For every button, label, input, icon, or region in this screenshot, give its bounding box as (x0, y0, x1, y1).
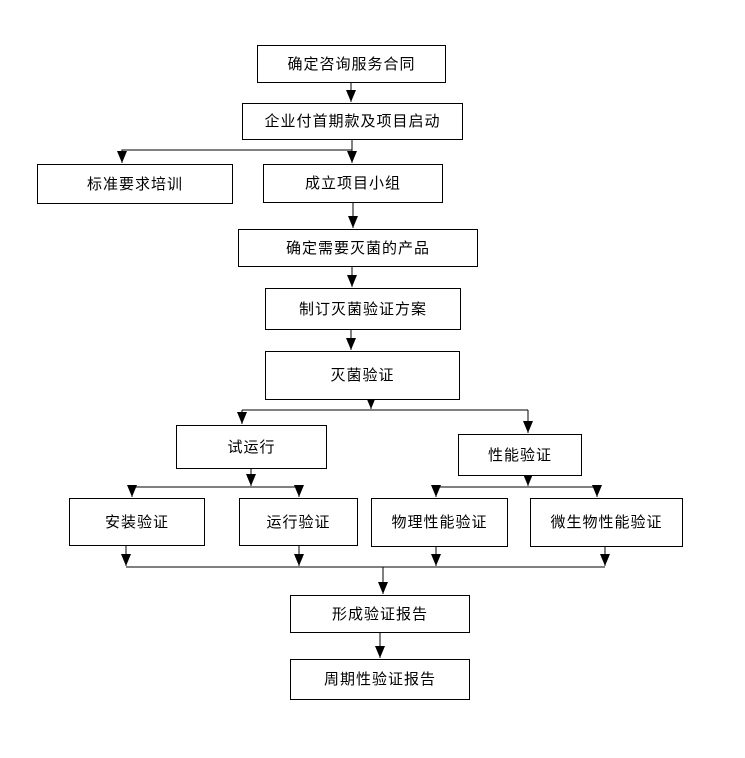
flow-node-n8: 试运行 (176, 425, 327, 469)
flow-node-n4: 成立项目小组 (263, 164, 443, 203)
flow-node-label: 周期性验证报告 (323, 671, 436, 688)
flow-node-label: 确定咨询服务合同 (287, 55, 416, 73)
flow-node-n1: 确定咨询服务合同 (257, 45, 446, 83)
flow-node-label: 安装验证 (104, 513, 169, 531)
edge-n2-n3 (117, 149, 352, 163)
flow-node-n13: 微生物性能验证 (530, 498, 683, 547)
flow-node-label: 灭菌验证 (330, 367, 395, 384)
flow-node-label: 成立项目小组 (304, 175, 401, 192)
flow-node-label: 标准要求培训 (86, 175, 183, 193)
flow-node-label: 企业付首期款及项目启动 (264, 113, 441, 130)
flow-node-n3: 标准要求培训 (37, 164, 233, 204)
flow-node-n5: 确定需要灭菌的产品 (238, 229, 478, 267)
flow-node-label: 运行验证 (266, 513, 331, 531)
flow-node-n9: 性能验证 (458, 434, 582, 476)
flow-node-n6: 制订灭菌验证方案 (265, 288, 461, 330)
flowchart-edges (117, 83, 610, 658)
flow-node-label: 物理性能验证 (391, 514, 488, 531)
flow-node-label: 确定需要灭菌的产品 (285, 239, 430, 257)
flow-node-label: 形成验证报告 (331, 605, 428, 623)
flow-node-label: 性能验证 (487, 446, 552, 464)
flow-node-n15: 周期性验证报告 (290, 659, 470, 700)
flow-node-n7: 灭菌验证 (265, 351, 460, 400)
flow-node-n10: 安装验证 (69, 498, 205, 546)
flow-node-label: 微生物性能验证 (550, 514, 663, 531)
flow-node-label: 制订灭菌验证方案 (298, 300, 427, 318)
flow-node-n2: 企业付首期款及项目启动 (242, 103, 463, 140)
flow-node-n12: 物理性能验证 (371, 498, 508, 547)
flow-node-n11: 运行验证 (239, 498, 358, 546)
flow-node-label: 试运行 (227, 438, 276, 456)
flow-node-n14: 形成验证报告 (290, 595, 470, 633)
